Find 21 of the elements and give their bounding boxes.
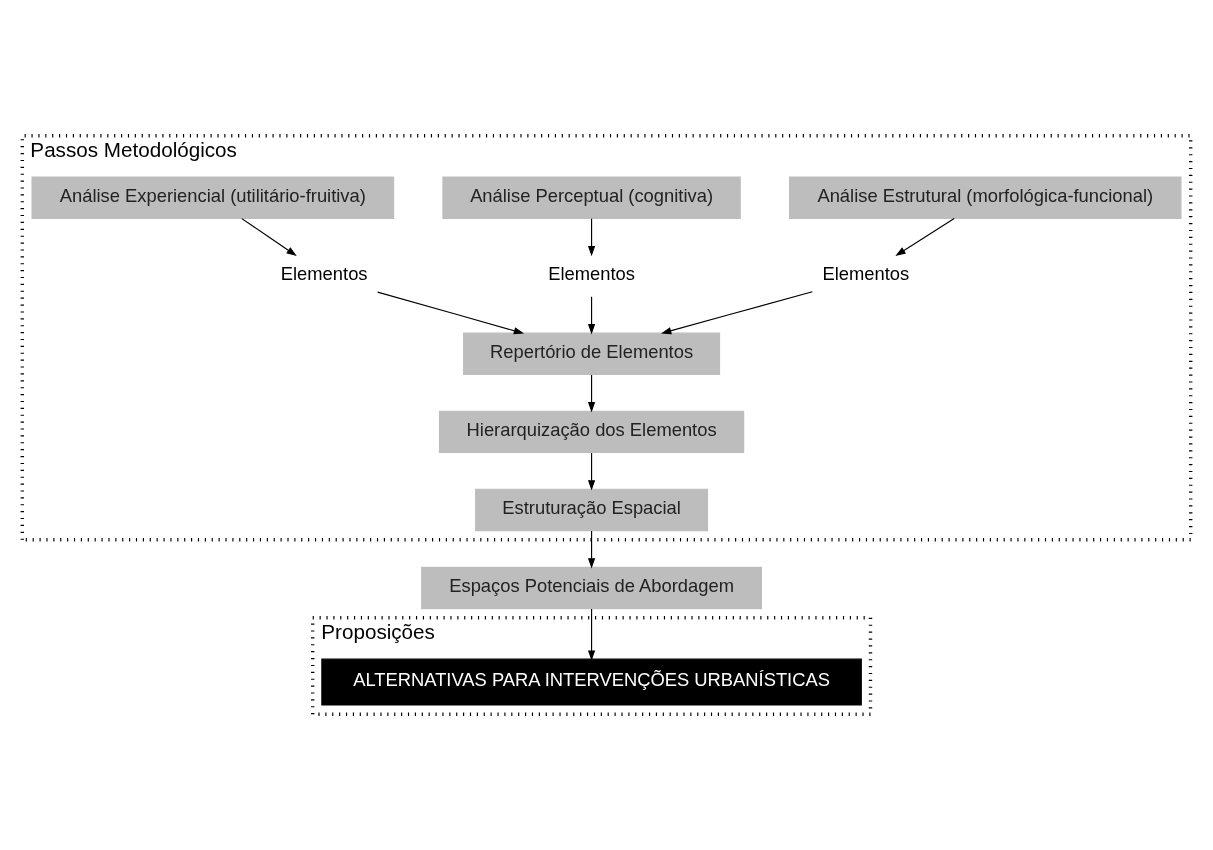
arrow bbox=[377, 291, 525, 335]
arrow bbox=[660, 291, 813, 335]
node-box: Repertório de Elementos bbox=[463, 332, 721, 376]
arrow bbox=[587, 452, 596, 491]
node-box: Análise Experiencial (utilitário-fruitiva) bbox=[31, 176, 395, 219]
node-box: Estruturação Espacial bbox=[475, 488, 709, 532]
node-box: Análise Perceptual (cognitiva) bbox=[442, 176, 741, 219]
node-box: Espaços Potenciais de Abordagem bbox=[421, 566, 762, 610]
arrow bbox=[587, 296, 596, 335]
arrow bbox=[587, 218, 596, 257]
arrow bbox=[241, 218, 297, 256]
node-text: Elementos bbox=[280, 263, 368, 285]
node-text: Elementos bbox=[548, 263, 635, 285]
node-box: ALTERNATIVAS PARA INTERVENÇÕES URBANÍSTICAS bbox=[321, 658, 862, 706]
node-box: Hierarquização dos Elementos bbox=[438, 410, 745, 454]
node-text: Elementos bbox=[822, 263, 910, 285]
arrow bbox=[587, 530, 596, 569]
arrow bbox=[895, 218, 955, 256]
node-box: Análise Estrutural (morfológica-funcional) bbox=[789, 176, 1182, 219]
arrow bbox=[587, 374, 596, 413]
arrow bbox=[587, 608, 596, 661]
